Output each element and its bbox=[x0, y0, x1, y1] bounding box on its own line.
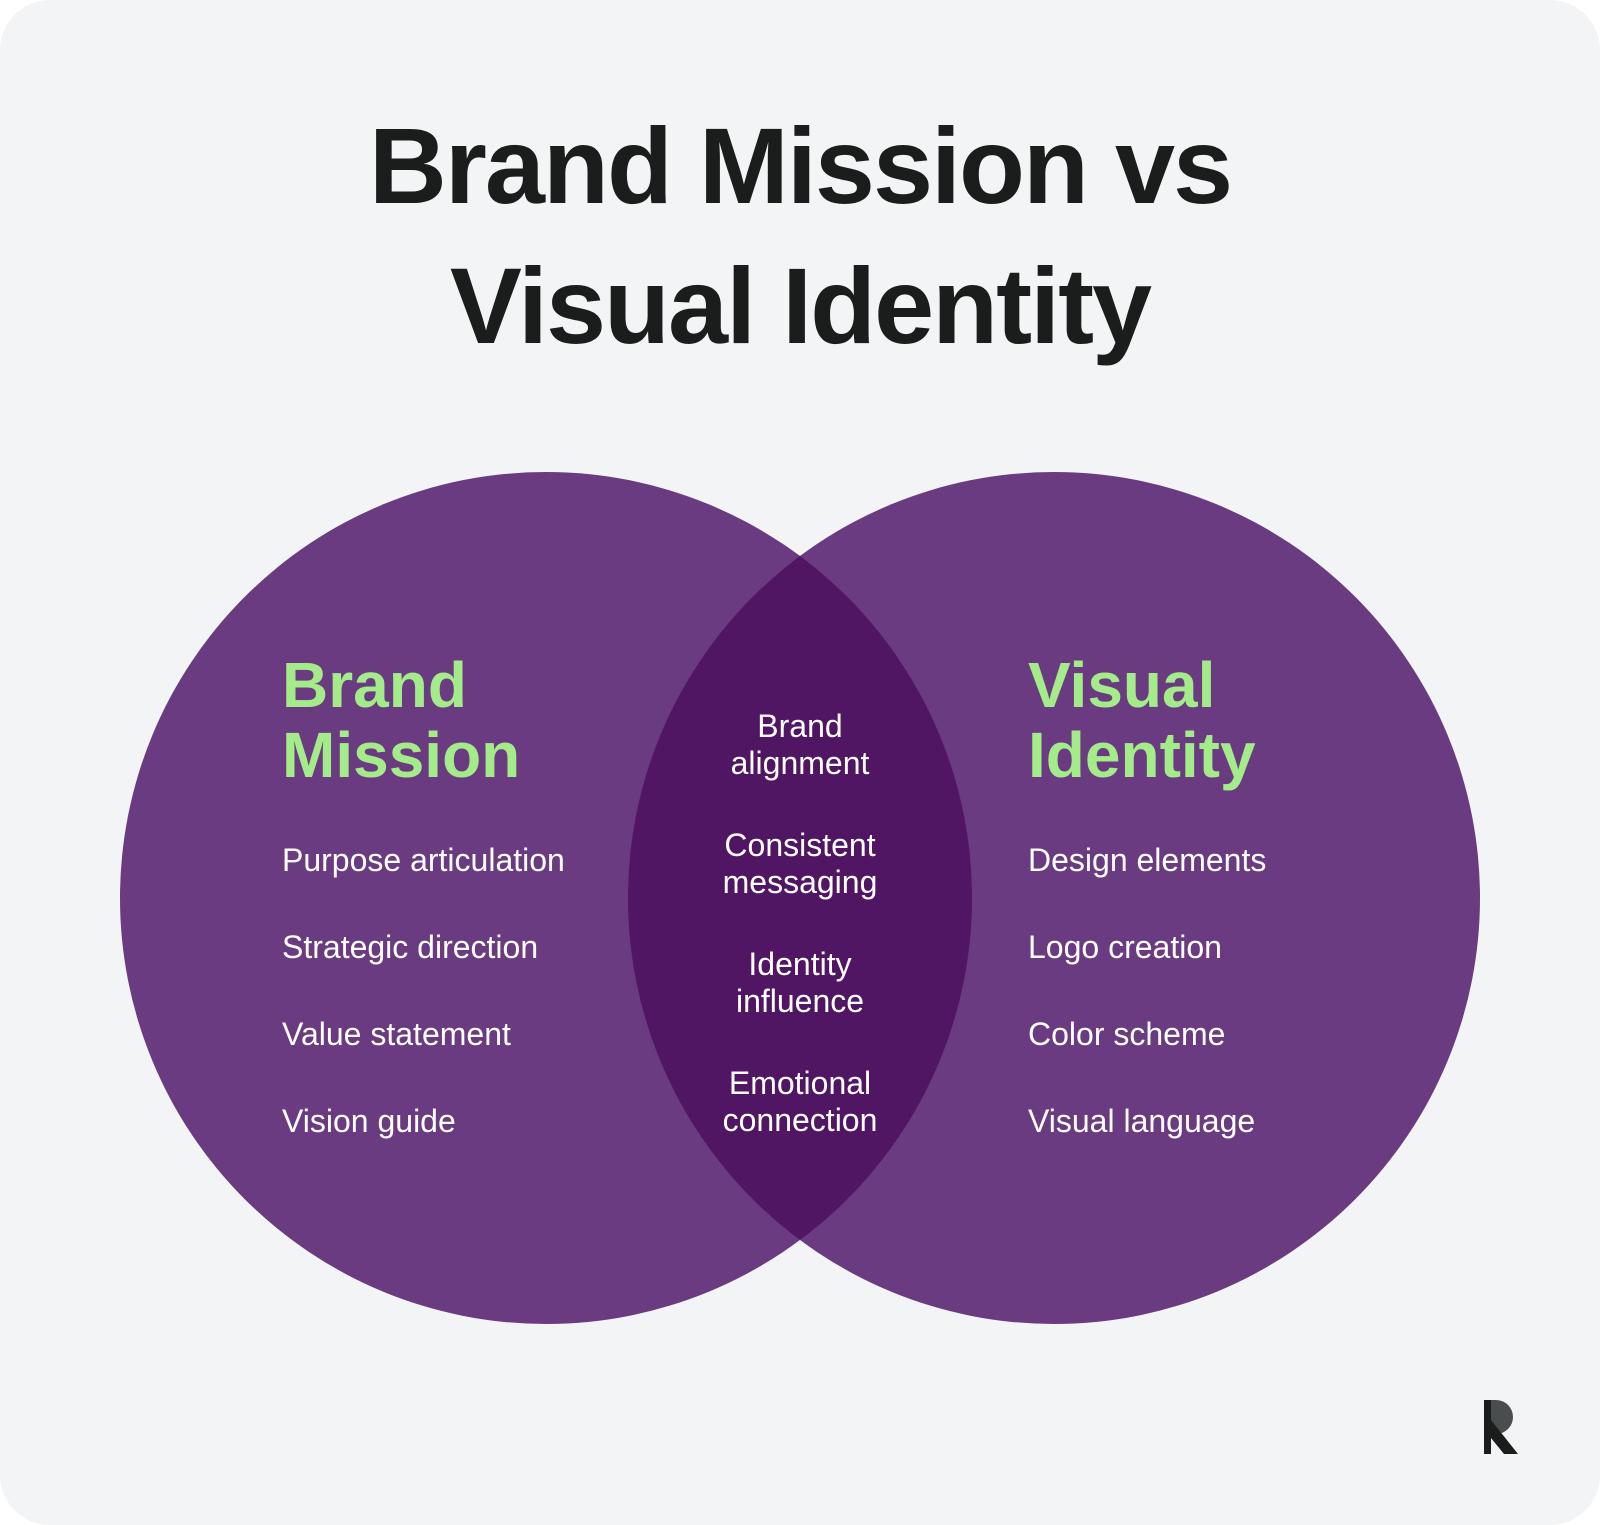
visual-identity-heading-line-2: Identity bbox=[1028, 719, 1256, 791]
overlap-item-line-2: connection bbox=[722, 1102, 878, 1138]
brand-mission-item: Value statement bbox=[282, 1016, 511, 1052]
visual-identity-item: Logo creation bbox=[1028, 929, 1222, 965]
overlap-item-line-1: Identity bbox=[748, 946, 852, 982]
title-line-2: Visual Identity bbox=[449, 245, 1152, 366]
overlap-item: Emotional connection bbox=[680, 1065, 920, 1139]
visual-identity-item: Visual language bbox=[1028, 1103, 1256, 1139]
overlap-item-line-2: influence bbox=[735, 983, 865, 1019]
overlap-region bbox=[628, 472, 972, 1324]
overlap-item: Consistent messaging bbox=[680, 827, 920, 901]
visual-identity-heading: Visual Identity bbox=[1028, 650, 1256, 790]
overlap-item-line-2: alignment bbox=[730, 745, 870, 781]
overlap-item: Identity influence bbox=[680, 946, 920, 1020]
r-logo-icon bbox=[1484, 1400, 1518, 1454]
brand-mission-heading: Brand Mission bbox=[282, 650, 520, 790]
brand-mission-item: Purpose articulation bbox=[282, 842, 565, 878]
overlap-item-line-1: Consistent bbox=[724, 827, 876, 863]
brand-mission-heading-line-2: Mission bbox=[282, 719, 521, 791]
title-line-1: Brand Mission vs bbox=[368, 105, 1233, 226]
visual-identity-item: Design elements bbox=[1028, 842, 1267, 878]
brand-mission-item: Vision guide bbox=[282, 1103, 456, 1139]
visual-identity-item: Color scheme bbox=[1028, 1016, 1226, 1052]
overlap-item-line-1: Emotional bbox=[728, 1065, 872, 1101]
overlap-item-line-2: messaging bbox=[722, 864, 878, 900]
overlap-item: Brand alignment bbox=[680, 708, 920, 782]
brand-mission-heading-line-1: Brand bbox=[282, 649, 467, 721]
overlap-item-line-1: Brand bbox=[757, 708, 843, 744]
visual-identity-heading-line-1: Visual bbox=[1028, 649, 1216, 721]
brand-mission-item: Strategic direction bbox=[282, 929, 539, 965]
